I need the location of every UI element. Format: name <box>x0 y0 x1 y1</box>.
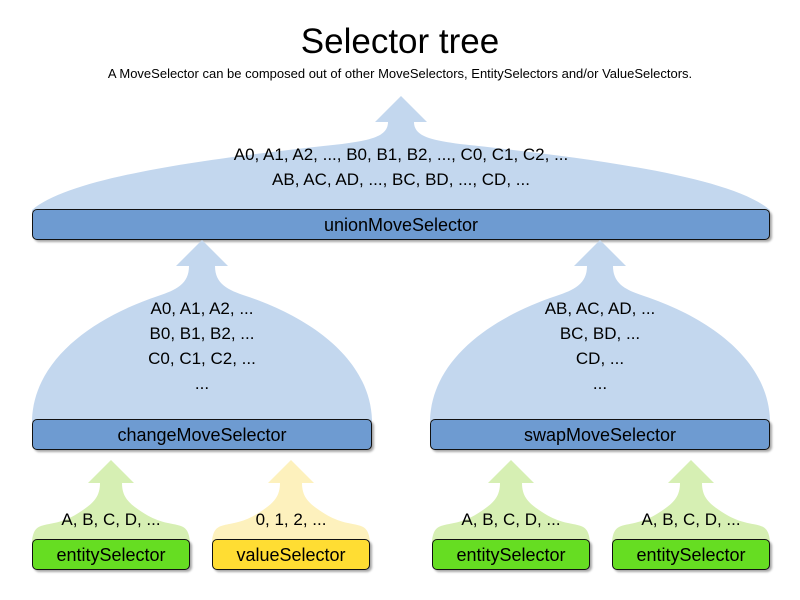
node-entity-selector-3[interactable]: A, B, C, D, ... entitySelector <box>610 460 772 572</box>
entity-tent-shape <box>32 460 190 544</box>
entity-selector-bar-2[interactable]: entitySelector <box>432 539 590 570</box>
union-move-selector-bar[interactable]: unionMoveSelector <box>32 209 770 240</box>
node-entity-selector-2[interactable]: A, B, C, D, ... entitySelector <box>430 460 592 572</box>
union-tent-shape <box>32 96 770 212</box>
value-selector-bar-1[interactable]: valueSelector <box>212 539 370 570</box>
swap-tent-shape <box>430 240 770 422</box>
swap-move-selector-bar[interactable]: swapMoveSelector <box>430 419 770 450</box>
node-change-move-selector[interactable]: A0, A1, A2, ... B0, B1, B2, ... C0, C1, … <box>30 240 374 452</box>
node-union-move-selector[interactable]: A0, A1, A2, ..., B0, B1, B2, ..., C0, C1… <box>30 96 772 242</box>
title-block: Selector tree A MoveSelector can be comp… <box>0 22 800 82</box>
entity-tent-shape <box>432 460 590 544</box>
page-title: Selector tree <box>300 22 500 61</box>
entity-tent-shape <box>612 460 770 544</box>
value-tent-shape <box>212 460 370 544</box>
entity-selector-bar-3[interactable]: entitySelector <box>612 539 770 570</box>
page-subtitle: A MoveSelector can be composed out of ot… <box>107 66 693 81</box>
change-tent-shape <box>32 240 372 422</box>
entity-selector-bar-1[interactable]: entitySelector <box>32 539 190 570</box>
node-entity-selector-1[interactable]: A, B, C, D, ... entitySelector <box>30 460 192 572</box>
node-value-selector-1[interactable]: 0, 1, 2, ... valueSelector <box>210 460 372 572</box>
node-swap-move-selector[interactable]: AB, AC, AD, ... BC, BD, ... CD, ... ... … <box>428 240 772 452</box>
change-move-selector-bar[interactable]: changeMoveSelector <box>32 419 372 450</box>
